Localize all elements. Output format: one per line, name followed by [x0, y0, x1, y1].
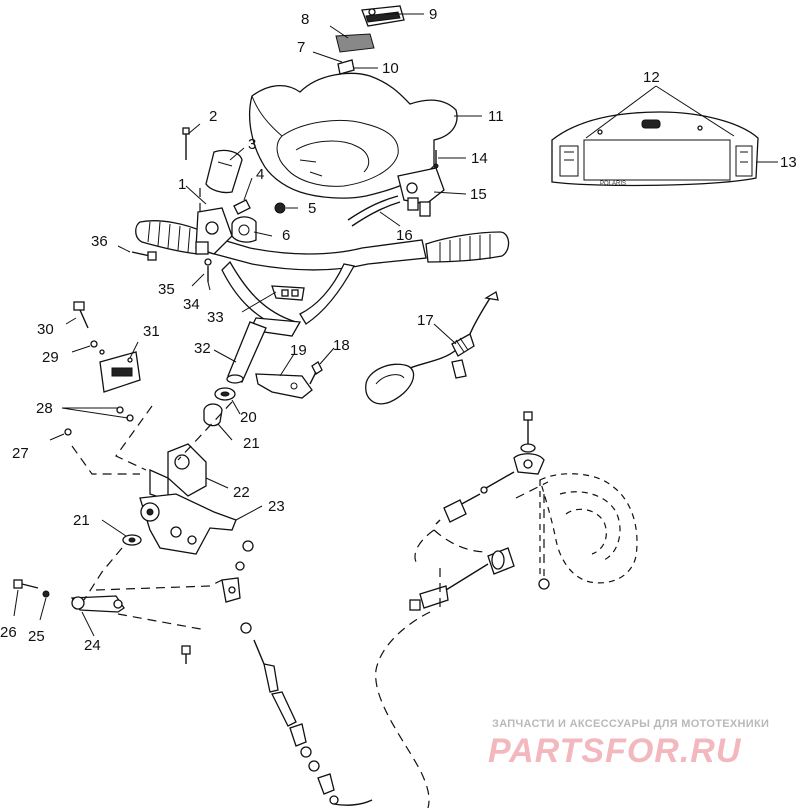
callout-21-upper: 21	[243, 435, 260, 452]
callout-11: 11	[488, 108, 504, 125]
part-32-steering-column	[226, 321, 267, 384]
part-11-hood	[249, 72, 458, 199]
routing-lines	[71, 188, 549, 809]
part-36-screw	[131, 251, 157, 261]
callout-1: 1	[178, 176, 186, 193]
callout-7: 7	[297, 39, 305, 56]
callout-22: 22	[233, 484, 250, 501]
part-6-clamp	[231, 216, 257, 243]
pump-nut	[538, 578, 550, 590]
part-1-control-housing	[195, 207, 233, 255]
callout-33: 33	[207, 309, 224, 326]
part-21-bushing-upper	[203, 403, 223, 427]
callout-31: 31	[143, 323, 160, 340]
panel-brand-text: POLARIS	[600, 181, 626, 187]
callout-13: 13	[780, 154, 797, 171]
part-26-bolt	[13, 579, 39, 589]
callout-15: 15	[470, 186, 487, 203]
part-4-bolt	[233, 199, 251, 215]
part-13-instrument-panel: POLARIS	[551, 111, 759, 187]
watermark-tagline: ЗАПЧАСТИ И АКСЕССУАРЫ ДЛЯ МОТОТЕХНИКИ	[492, 718, 769, 730]
part-24-steering-arm	[70, 595, 125, 613]
part-16-switch-cable	[347, 195, 401, 227]
callout-14: 14	[471, 150, 488, 167]
watermark-logo: PARTSFOR.RU	[488, 732, 742, 770]
part-27-nut	[64, 428, 72, 436]
callout-34: 34	[183, 296, 200, 313]
part-5-nut	[274, 202, 286, 214]
watermark: ЗАПЧАСТИ И АКСЕССУАРЫ ДЛЯ МОТОТЕХНИКИ PA…	[488, 718, 769, 770]
callout-29: 29	[42, 349, 59, 366]
part-35-washer	[204, 258, 212, 266]
callout-26: 26	[0, 624, 17, 641]
callout-20: 20	[240, 409, 257, 426]
callout-25: 25	[28, 628, 45, 645]
callout-18: 18	[333, 337, 350, 354]
leader-lines	[13, 13, 778, 637]
callout-30: 30	[37, 321, 54, 338]
callout-10: 10	[382, 60, 399, 77]
callout-8: 8	[301, 11, 309, 28]
callout-labels: 8 9 7 10 11 12 13 14 15 16 2 3 1 4 5 6 3…	[0, 6, 797, 654]
right-grip	[425, 231, 510, 263]
pump-housing-phantom	[539, 473, 638, 584]
callout-3: 3	[248, 136, 256, 153]
throttle-cable-assembly	[409, 411, 545, 611]
part-23-base-bracket	[139, 493, 237, 555]
callout-28: 28	[36, 400, 53, 417]
part-30-bolt	[73, 301, 89, 329]
callout-27: 27	[12, 445, 29, 462]
callout-19: 19	[290, 342, 307, 359]
callout-32: 32	[194, 340, 211, 357]
part-9-cover	[361, 5, 405, 27]
part-3-lever-cover	[205, 149, 243, 194]
callout-17: 17	[417, 312, 434, 329]
part-29-washer	[90, 340, 105, 355]
part-15-switch-housing	[397, 167, 445, 217]
part-17-lanyard	[365, 290, 499, 405]
linkage-hardware	[181, 540, 254, 664]
part-10-stud	[337, 59, 355, 75]
part-8-pad	[335, 33, 375, 53]
callout-4: 4	[256, 166, 264, 183]
part-18-bolt	[309, 361, 323, 385]
part-19-bracket	[255, 373, 313, 399]
callout-23: 23	[268, 498, 285, 515]
callout-36: 36	[91, 233, 108, 250]
callout-24: 24	[84, 637, 101, 654]
part-21-bushing-lower	[122, 534, 142, 546]
handlebar	[191, 231, 427, 331]
callout-6: 6	[282, 227, 290, 244]
callout-21-lower: 21	[73, 512, 90, 529]
part-22-steering-mount	[149, 443, 207, 501]
steering-cable	[253, 639, 373, 806]
part-31-plate	[99, 351, 141, 393]
part-25-washer	[42, 590, 50, 598]
callout-2: 2	[209, 108, 217, 125]
part-28-screws	[116, 406, 134, 422]
left-grip	[135, 220, 205, 255]
part-2-screw	[182, 127, 190, 160]
callout-35: 35	[158, 281, 175, 298]
callout-12: 12	[643, 69, 660, 86]
callout-5: 5	[308, 200, 316, 217]
callout-16: 16	[396, 227, 413, 244]
part-20-bushing	[214, 387, 236, 401]
callout-9: 9	[429, 6, 437, 23]
